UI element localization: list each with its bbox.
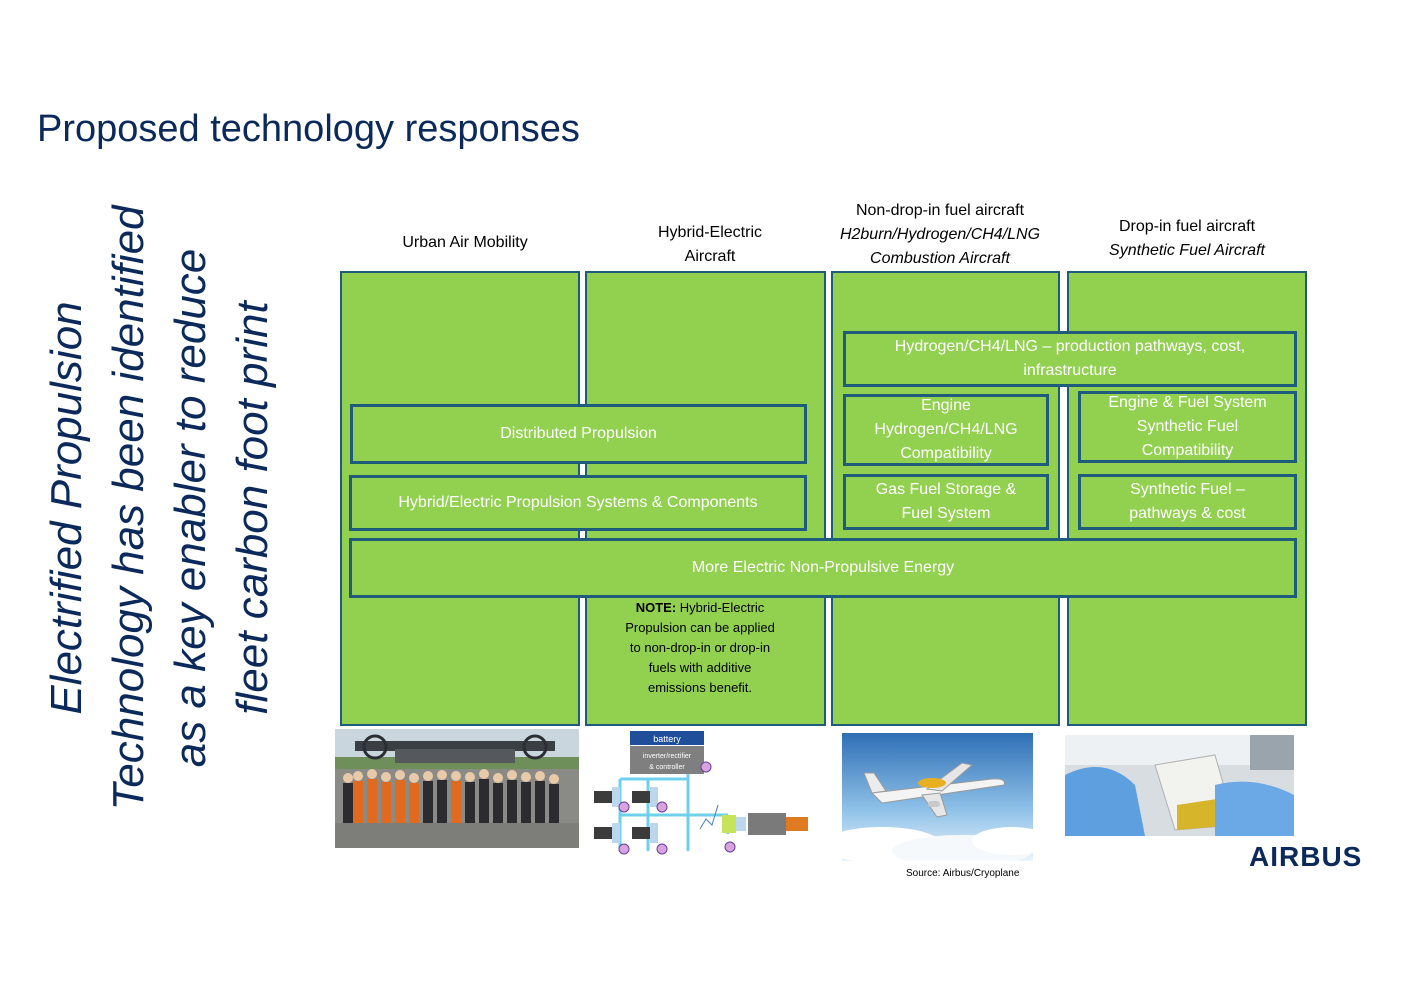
airbus-logo: AIRBUS <box>1249 841 1363 872</box>
aircraft-photo <box>842 733 1033 861</box>
diagram-inverter-label-1: inverter/rectifier <box>643 753 692 760</box>
box-synthetic-fuel-pathways: Synthetic Fuel – pathways & cost <box>1078 474 1297 530</box>
side-statement: Electrified Propulsion Technology has be… <box>40 178 280 838</box>
box-distributed-propulsion: Distributed Propulsion <box>350 404 807 464</box>
note-label: NOTE: <box>635 600 677 615</box>
side-statement-line-1: Electrified Propulsion <box>42 301 91 715</box>
column-heading-urban-air-mobility: Urban Air Mobility <box>402 234 528 251</box>
hybrid-electric-diagram: battery inverter/rectifier & controller <box>588 729 813 862</box>
diagram-battery-label: battery <box>653 734 681 744</box>
diagram-inverter-label-2: & controller <box>649 764 685 771</box>
box-hydrogen-production: Hydrogen/CH4/LNG – production pathways, … <box>843 331 1297 387</box>
column-heading-non-drop-in: Non-drop-in fuel aircraft H2burn/Hydroge… <box>839 202 1041 267</box>
column-heading-drop-in: Drop-in fuel aircraft Synthetic Fuel Air… <box>1109 218 1265 259</box>
box-engine-hydrogen: Engine Hydrogen/CH4/LNG Compatibility <box>843 394 1049 466</box>
source-caption: Source: Airbus/Cryoplane <box>906 868 1020 879</box>
uam-group-photo <box>335 729 579 848</box>
side-statement-line-2: Technology has been identified <box>104 205 153 811</box>
page-title: Proposed technology responses <box>37 108 580 150</box>
column-heading-hybrid-electric: Hybrid-Electric Aircraft <box>657 224 762 265</box>
box-more-electric: More Electric Non-Propulsive Energy <box>349 538 1297 598</box>
synthetic-fuel-photo <box>1065 735 1294 836</box>
box-engine-fuel-system: Engine & Fuel System Synthetic Fuel Comp… <box>1078 391 1297 463</box>
hybrid-electric-note: NOTE: Hybrid-Electric Propulsion can be … <box>625 600 775 695</box>
side-statement-line-3: as a key enabler to reduce <box>166 248 215 768</box>
side-statement-line-4: fleet carbon foot print <box>228 301 277 715</box>
box-hybrid-electric-systems: Hybrid/Electric Propulsion Systems & Com… <box>349 475 807 531</box>
box-gas-fuel-storage: Gas Fuel Storage & Fuel System <box>843 474 1049 530</box>
